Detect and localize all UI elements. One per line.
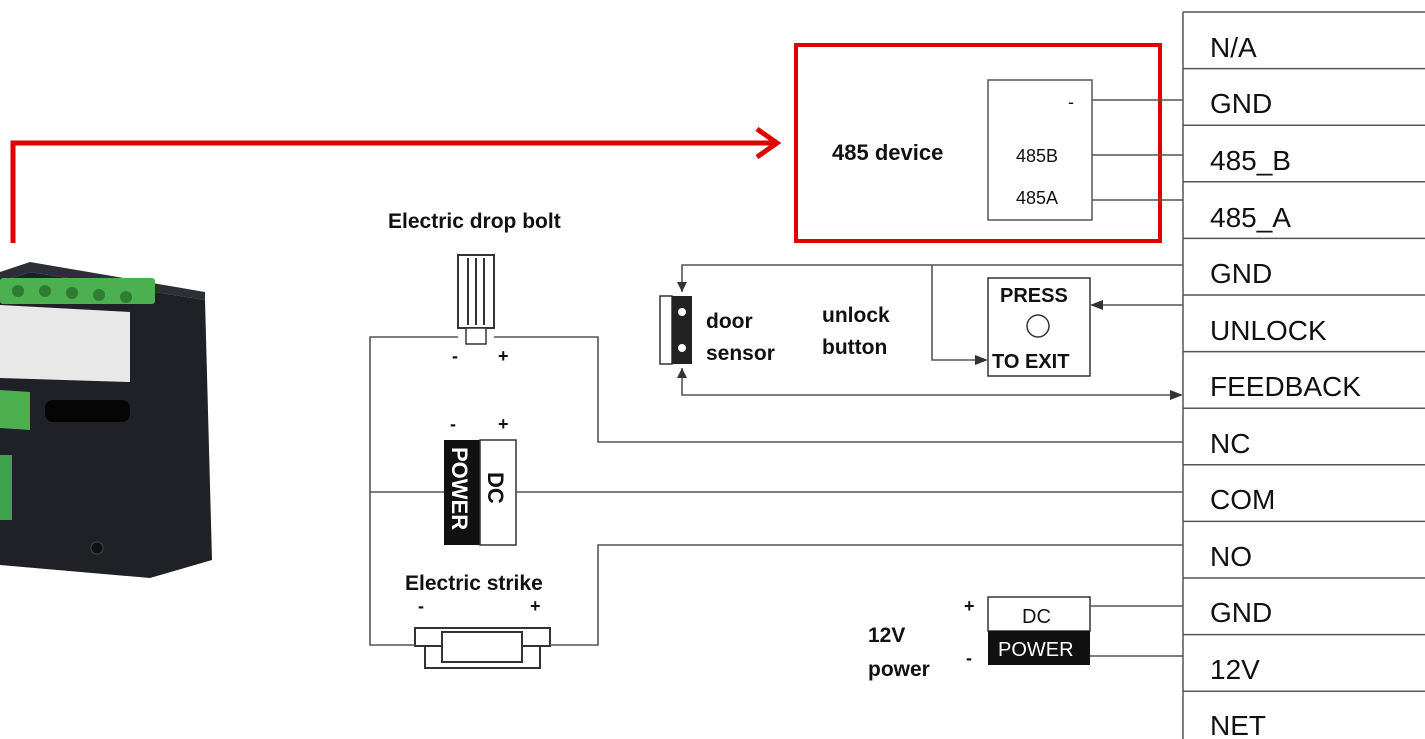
svg-text:POWER: POWER xyxy=(998,639,1074,661)
power-12v: 12V power + - DC POWER xyxy=(868,596,1183,681)
terminal-label: UNLOCK xyxy=(1210,315,1327,346)
terminal-label: NC xyxy=(1210,428,1250,459)
device-485-pin-b: 485B xyxy=(1016,146,1058,166)
device-485-label: 485 device xyxy=(832,140,943,165)
svg-text:sensor: sensor xyxy=(706,342,775,365)
device-485: 485 device - 485B 485A xyxy=(832,79,1183,221)
terminal-label: COM xyxy=(1210,484,1275,515)
terminal-label: GND xyxy=(1210,597,1272,628)
svg-text:TO EXIT: TO EXIT xyxy=(992,351,1069,373)
terminal-label: N/A xyxy=(1210,32,1257,63)
unlock-button: unlock button PRESS TO EXIT xyxy=(822,265,1183,377)
svg-text:unlock: unlock xyxy=(822,304,890,327)
dc-power-supply: - + POWER DC xyxy=(444,414,517,546)
svg-text:PRESS: PRESS xyxy=(1000,285,1068,307)
terminal-label: FEEDBACK xyxy=(1210,371,1361,402)
terminal-block: N/A GND 485_B 485_A GND UNLOCK FEEDBACK … xyxy=(1182,11,1425,739)
svg-text:12V: 12V xyxy=(868,624,905,647)
lock-wiring xyxy=(369,336,1183,646)
device-485-pin-a: 485A xyxy=(1016,188,1058,208)
svg-text:button: button xyxy=(822,336,887,359)
terminal-label: GND xyxy=(1210,88,1272,119)
svg-text:POWER: POWER xyxy=(447,447,472,530)
controller-photo xyxy=(0,262,212,578)
device-485-pin-minus: - xyxy=(1068,92,1074,112)
svg-text:+: + xyxy=(498,414,509,434)
terminal-label: 12V xyxy=(1210,654,1260,685)
door-sensor: door sensor xyxy=(659,264,1183,400)
strike-label: Electric strike xyxy=(405,572,543,595)
terminal-label: 485_A xyxy=(1210,202,1291,233)
drop-bolt-label: Electric drop bolt xyxy=(388,210,561,233)
svg-text:+: + xyxy=(964,596,975,616)
svg-text:power: power xyxy=(868,658,930,681)
svg-text:DC: DC xyxy=(483,472,508,504)
highlight-box xyxy=(794,43,1162,243)
terminal-label: 485_B xyxy=(1210,145,1291,176)
terminal-label: GND xyxy=(1210,258,1272,289)
terminal-label: NET xyxy=(1210,710,1266,739)
svg-text:DC: DC xyxy=(1022,606,1051,628)
electric-drop-bolt: Electric drop bolt - + xyxy=(388,210,561,366)
svg-text:-: - xyxy=(452,346,458,366)
svg-text:door: door xyxy=(706,310,753,333)
svg-text:-: - xyxy=(418,596,424,616)
red-arrow xyxy=(10,126,782,243)
svg-text:-: - xyxy=(966,648,972,668)
svg-text:+: + xyxy=(498,346,509,366)
svg-text:-: - xyxy=(450,414,456,434)
svg-text:+: + xyxy=(530,596,541,616)
electric-strike: Electric strike - + xyxy=(405,572,551,669)
terminal-label: NO xyxy=(1210,541,1252,572)
